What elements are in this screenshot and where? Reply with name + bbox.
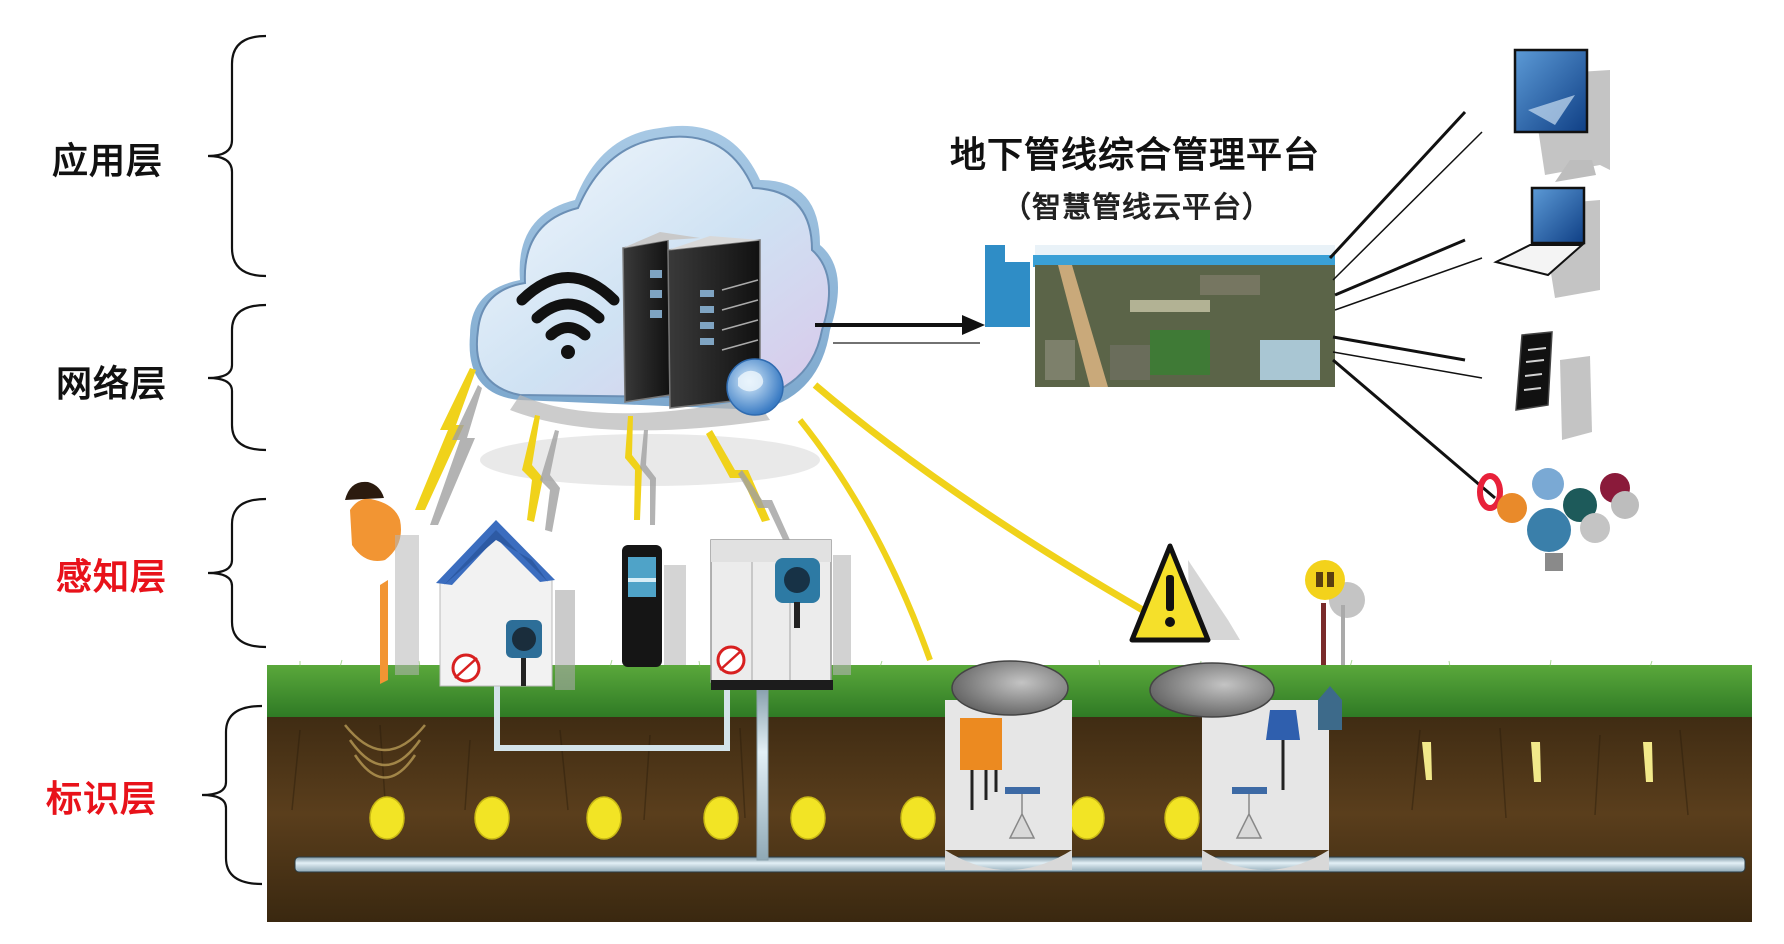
valve-icon [1008,794,1036,839]
ball-marker [474,796,510,840]
wifi-icon [516,272,620,341]
manhole-right [1149,662,1342,870]
warning-sign [1129,543,1240,643]
phone-icon [1515,331,1553,411]
riser-pipe [756,679,769,861]
sensor-handheld-locator [345,481,419,684]
stake-markers [1422,742,1653,782]
valve-handle [1232,787,1267,794]
sensor-gas-detector-house [436,520,575,690]
blue-sensor [1266,710,1300,740]
lightning-bolt-icon [415,368,482,525]
signal-ripple [344,724,426,779]
link-to-manhole [797,418,933,662]
brace-application [207,34,267,278]
layer-label-identification: 标识层 [46,779,158,820]
ball-markers [369,796,1200,840]
laptop-icon [1530,186,1586,245]
globe-icon [726,358,784,416]
brace-perception [207,497,267,649]
ball-marker [703,796,739,840]
layer-label-network: 网络层 [56,364,168,405]
data-flow-arrow [815,315,985,344]
arrow-head-icon [962,315,985,335]
manhole-cover [951,660,1069,716]
valve-handle [1005,787,1040,794]
client-app-icons [1477,468,1639,571]
platform-subtitle: （智慧管线云平台） [1002,190,1273,224]
app-icon [1532,468,1564,500]
wifi-dot [561,345,575,359]
brace-identification [201,704,263,886]
ball-marker [790,796,826,840]
app-icon [1611,491,1639,519]
app-icon [1477,473,1503,511]
ball-marker [900,796,936,840]
client-laptop [1493,186,1600,298]
platform-map-screenshot [985,245,1335,387]
client-smartphone [1515,331,1592,440]
marker-post [1305,560,1365,665]
client-connection-lines [1328,110,1496,500]
layer-label-perception: 感知层 [56,557,168,598]
sensor-handheld-terminal [622,545,686,667]
main-pipe [294,679,1746,873]
app-icon [1497,493,1527,523]
app-icon [1580,513,1610,543]
link-to-warning-sign [812,382,1162,624]
stake-marker [1422,742,1432,780]
client-desktop-monitor [1513,48,1610,182]
lightning-bolt-icon [706,430,790,542]
ball-marker [586,796,622,840]
ball-marker [369,796,405,840]
layer-label-application: 应用层 [52,141,164,182]
platform-title: 地下管线综合管理平台 [950,135,1321,176]
lightning-bolt-icon [522,415,560,532]
lightning-bolt-icon [625,416,656,525]
app-icon [1563,488,1597,522]
ball-marker [1164,796,1200,840]
map-road [1058,265,1108,387]
sensor-monitoring-cabinet [710,539,851,690]
ball-marker [1069,796,1105,840]
cable-loop [494,680,730,751]
brace-network [207,303,267,452]
app-icon [1527,508,1571,552]
cloud-platform [469,125,838,431]
wireless-links [415,368,1162,662]
stake-marker [1643,742,1653,782]
small-sensor [1318,686,1342,730]
manhole-cover [1149,662,1275,718]
sidebar-panel [985,262,1030,327]
stake-marker [1531,742,1541,782]
manhole-left [945,660,1072,870]
valve-icon [1235,794,1263,839]
orange-sensor [960,718,1002,770]
app-icon [1545,553,1563,571]
